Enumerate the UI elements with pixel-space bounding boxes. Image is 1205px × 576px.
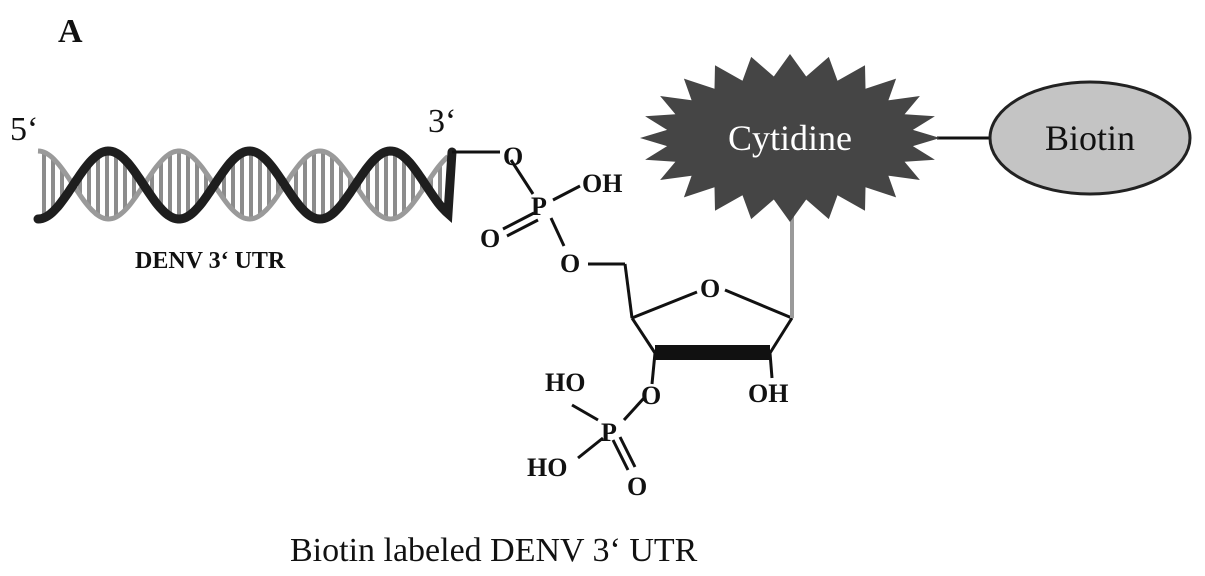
rna-helix (33, 146, 457, 224)
atom-oh-sugar: OH (748, 379, 788, 408)
five-prime-label: 5‘ (10, 111, 38, 148)
bond-c1-c2 (768, 317, 794, 354)
biotin-ellipse (988, 80, 1192, 196)
strand-name-label: DENV 3‘ UTR (135, 248, 286, 274)
atom-o3: O (641, 381, 661, 410)
atom-p-top: P (531, 192, 547, 221)
three-prime-label: 3‘ (428, 103, 456, 140)
bond-p-o-double-a (502, 211, 535, 231)
bond-c3-o3 (650, 352, 657, 385)
atom-o-double-bottom: O (627, 472, 647, 501)
bond-ch2-c4 (623, 263, 634, 319)
panel-label: A (58, 13, 83, 50)
chemical-bonds (452, 136, 992, 471)
atom-o-double-top: O (480, 224, 500, 253)
bond-o3-p (622, 396, 646, 422)
biotin-label: Biotin (1045, 118, 1135, 158)
bond-p-ho2 (577, 436, 604, 460)
atom-o-link: O (503, 142, 523, 171)
bond-p-o-double-c (611, 439, 630, 471)
atom-o-bottom-top: O (560, 249, 580, 278)
atom-ring-o: O (700, 274, 720, 303)
bond-c4-c3 (630, 317, 657, 354)
bond-c2-oh (768, 352, 774, 379)
figure-caption: Biotin labeled DENV 3‘ UTR (290, 532, 698, 569)
bond-ring-o-c1 (724, 288, 793, 320)
helix-base-pairs (42, 151, 442, 219)
helix-strand-front (33, 146, 457, 224)
bond-p-oh (552, 184, 581, 202)
atom-ho-1: HO (545, 368, 585, 397)
helix-strand-back (37, 148, 450, 222)
bond-p-o-bottom (549, 217, 566, 247)
cytidine-starburst (640, 54, 940, 222)
atom-p-bottom: P (601, 418, 617, 447)
bond-p-o-double-b (506, 218, 539, 238)
cytidine-label: Cytidine (728, 118, 852, 158)
atom-oh-top: OH (582, 169, 622, 198)
bond-p-ho1 (571, 403, 599, 422)
bond-c4-ring-o (631, 290, 698, 320)
bond-o-p (509, 159, 535, 195)
bond-ring-bold-edge (655, 345, 770, 360)
bond-p-o-double-d (618, 436, 637, 468)
atom-ho-2: HO (527, 453, 567, 482)
